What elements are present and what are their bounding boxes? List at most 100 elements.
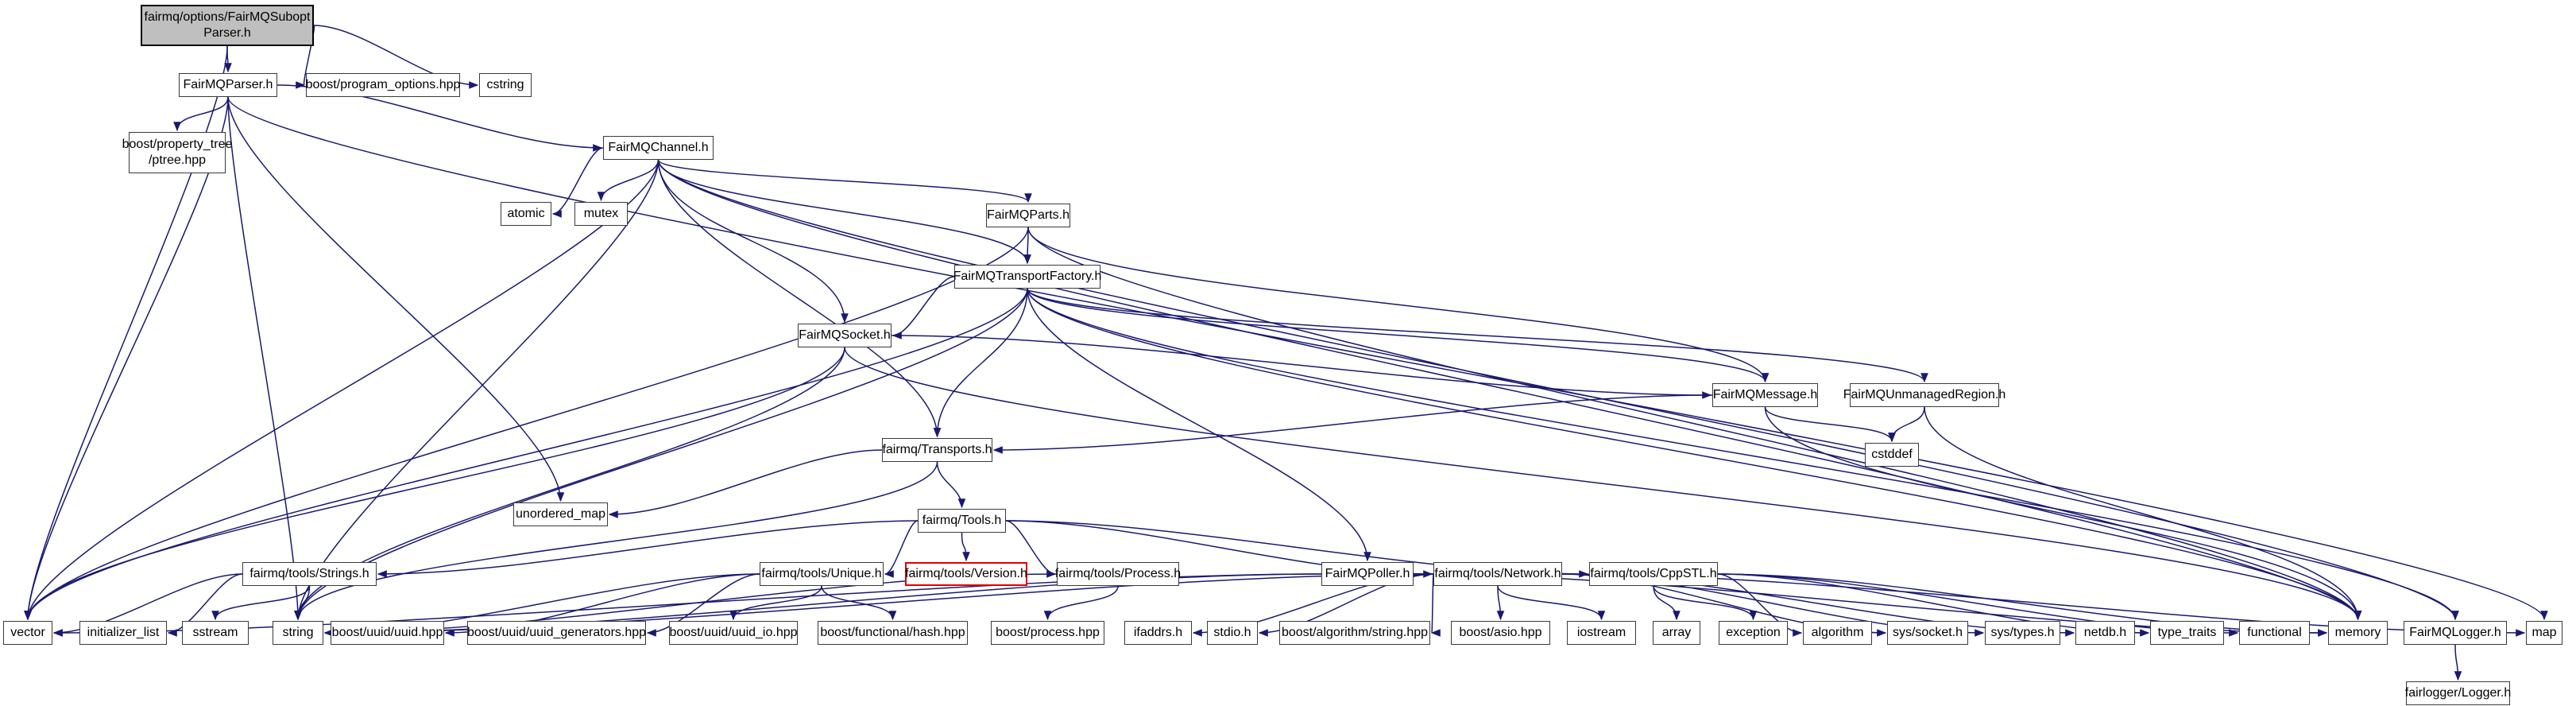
edge-unmanagedregion-to-memory — [1924, 406, 2362, 621]
edge-channel-to-transportfactory — [657, 159, 1031, 265]
node-functional-hash[interactable]: boost/functional/hash.hpp — [818, 621, 968, 645]
node-transportfactory[interactable]: FairMQTransportFactory.h — [953, 265, 1101, 289]
node-atomic[interactable]: atomic — [501, 202, 551, 226]
edge-channel-to-memory — [657, 159, 2362, 621]
edge-transportfactory-to-vector — [24, 288, 1028, 621]
node-unmanagedregion[interactable]: FairMQUnmanagedRegion.h — [1843, 383, 2005, 407]
node-parts[interactable]: FairMQParts.h — [986, 204, 1070, 227]
node-functional[interactable]: functional — [2239, 621, 2310, 645]
node-tools-version[interactable]: fairmq/tools/Version.h — [905, 562, 1027, 586]
node-ifaddrs[interactable]: ifaddrs.h — [1124, 621, 1192, 645]
edge-tools-unique-to-uuid-generators — [646, 573, 760, 637]
node-memory[interactable]: memory — [2328, 621, 2388, 645]
node-uuid-io[interactable]: boost/uuid/uuid_io.hpp — [669, 621, 798, 645]
node-algorithm-string[interactable]: boost/algorithm/string.hpp — [1279, 621, 1430, 645]
node-tools-strings[interactable]: fairmq/tools/Strings.h — [242, 562, 377, 586]
edge-parser-to-map — [227, 96, 2548, 621]
edge-tools-strings-to-vector — [52, 573, 243, 637]
node-ptree[interactable]: boost/property_tree /ptree.hpp — [122, 132, 232, 173]
node-channel[interactable]: FairMQChannel.h — [603, 136, 714, 160]
node-algorithm[interactable]: algorithm — [1803, 621, 1872, 645]
node-message[interactable]: FairMQMessage.h — [1712, 383, 1818, 407]
node-asio[interactable]: boost/asio.hpp — [1451, 621, 1550, 645]
node-sstream[interactable]: sstream — [182, 621, 249, 645]
edge-transports-to-unordered-map — [608, 449, 883, 518]
edge-tools-network-to-algorithm-string — [1430, 573, 1441, 636]
edge-tools-process-to-boost-process — [1043, 585, 1119, 621]
edge-channel-to-parts — [657, 159, 1032, 204]
node-sys-types[interactable]: sys/types.h — [1985, 621, 2060, 645]
edge-channel-to-string — [294, 159, 659, 621]
edge-tools-cppstl-to-exception — [1653, 585, 1758, 621]
node-parser[interactable]: FairMQParser.h — [179, 73, 277, 97]
node-netdb[interactable]: netdb.h — [2075, 621, 2135, 645]
edge-tools-to-tools-unique — [884, 520, 919, 578]
node-map[interactable]: map — [2526, 621, 2562, 645]
edge-channel-to-socket — [657, 159, 849, 324]
edge-transportfactory-to-unmanagedregion — [1027, 288, 1928, 383]
edge-transportfactory-to-message — [1027, 288, 1770, 383]
edge-parts-to-vector — [24, 227, 1029, 621]
edge-transports-to-tools — [936, 461, 966, 509]
node-boost-process[interactable]: boost/process.hpp — [991, 621, 1104, 645]
node-tools-network[interactable]: fairmq/tools/Network.h — [1433, 562, 1562, 586]
edge-logger-to-fairlogger — [2454, 644, 2462, 681]
node-type-traits[interactable]: type_traits — [2150, 621, 2224, 645]
node-exception[interactable]: exception — [1719, 621, 1788, 645]
node-program-options[interactable]: boost/program_options.hpp — [306, 73, 460, 97]
node-unordered-map[interactable]: unordered_map — [513, 502, 608, 526]
node-stdio[interactable]: stdio.h — [1207, 621, 1258, 645]
node-transports[interactable]: fairmq/Transports.h — [882, 438, 992, 462]
edge-parser-to-unordered-map — [227, 96, 565, 502]
node-mutex[interactable]: mutex — [574, 202, 628, 226]
node-uuid-generators[interactable]: boost/uuid/uuid_generators.hpp — [467, 621, 646, 645]
node-logger[interactable]: FairMQLogger.h — [2404, 621, 2507, 645]
edge-parts-to-memory — [1027, 227, 2362, 621]
edge-socket-to-message — [891, 335, 1712, 399]
edge-channel-to-mutex — [597, 159, 659, 202]
edge-suboptparser-to-program-options — [296, 25, 315, 89]
node-cstddef[interactable]: cstddef — [1865, 443, 1919, 467]
node-vector[interactable]: vector — [3, 621, 52, 645]
node-poller[interactable]: FairMQPoller.h — [1321, 562, 1414, 586]
edge-tools-strings-to-string — [294, 585, 311, 621]
node-uuid[interactable]: boost/uuid/uuid.hpp — [331, 621, 444, 645]
node-array[interactable]: array — [1653, 621, 1700, 645]
node-socket[interactable]: FairMQSocket.h — [798, 324, 892, 347]
edge-parser-to-string — [227, 96, 302, 621]
edge-tools-cppstl-to-algorithm — [1717, 573, 1803, 637]
edge-message-to-memory — [1764, 406, 2362, 621]
node-suboptparser[interactable]: fairmq/options/FairMQSubopt Parser.h — [141, 5, 314, 46]
node-tools-unique[interactable]: fairmq/tools/Unique.h — [760, 562, 884, 586]
edge-socket-to-vector — [24, 347, 845, 621]
edge-unmanagedregion-to-cstddef — [1888, 406, 1925, 443]
edge-suboptparser-to-vector — [24, 45, 228, 621]
edge-channel-to-vector — [24, 159, 659, 621]
node-initializer-list[interactable]: initializer_list — [79, 621, 167, 645]
edge-tools-cppstl-to-array — [1653, 585, 1681, 621]
node-string[interactable]: string — [273, 621, 323, 645]
edge-parser-to-ptree — [173, 96, 229, 132]
node-cstring[interactable]: cstring — [479, 73, 532, 97]
edge-channel-to-transports — [657, 159, 942, 438]
node-sys-socket[interactable]: sys/socket.h — [1887, 621, 1968, 645]
node-tools[interactable]: fairmq/Tools.h — [918, 509, 1006, 533]
edge-transportfactory-to-transports — [933, 288, 1028, 438]
edge-message-to-cstddef — [1764, 406, 1896, 443]
edge-transportfactory-to-logger — [1027, 288, 2459, 621]
edge-message-to-transports — [992, 394, 1713, 454]
edge-tools-to-tools-version — [961, 532, 970, 562]
edge-transportfactory-to-memory — [1027, 288, 2362, 621]
node-iostream[interactable]: iostream — [1567, 621, 1636, 645]
node-fairlogger[interactable]: fairlogger/Logger.h — [2405, 681, 2511, 705]
edge-parts-to-message — [1027, 227, 1770, 383]
node-tools-cppstl[interactable]: fairmq/tools/CppSTL.h — [1589, 562, 1718, 586]
node-tools-process[interactable]: fairmq/tools/Process.h — [1055, 562, 1181, 586]
edge-tools-unique-to-functional-hash — [821, 585, 897, 621]
edge-parser-to-vector — [24, 96, 229, 621]
edge-socket-to-memory — [844, 347, 2362, 621]
edge-transports-to-string — [294, 461, 938, 621]
